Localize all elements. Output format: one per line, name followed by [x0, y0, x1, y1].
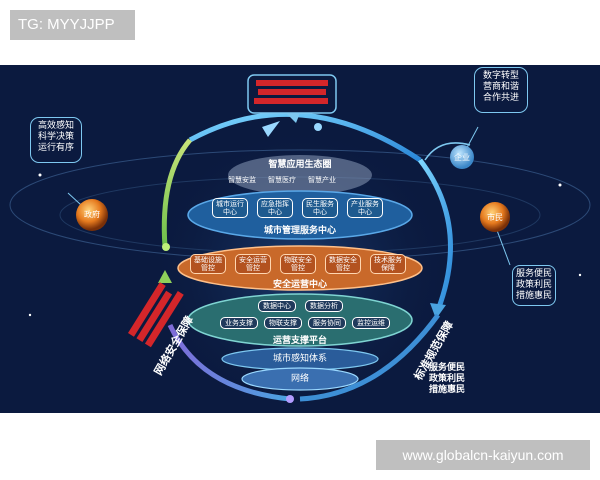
- citizen-node: [480, 202, 510, 232]
- security-item: 数据安全管控: [325, 254, 361, 274]
- government-node: [76, 199, 108, 231]
- arc-top-right: [188, 111, 422, 163]
- arc-left: [161, 138, 192, 248]
- arc-right: [418, 158, 453, 311]
- eco-item: 智慧医疗: [268, 176, 296, 184]
- ops-item-bottom: 监控运维: [352, 317, 390, 329]
- arc-left-bottom: [167, 323, 291, 402]
- ops-title: 运营支撑平台: [272, 336, 327, 346]
- enterprise-label: 企业: [454, 153, 470, 162]
- bottom-right-text: 服务便民政策利民措施惠民: [428, 363, 465, 395]
- star: [28, 313, 32, 317]
- ops-item-top: 数据分析: [305, 300, 343, 312]
- callout-right-bottom: 服务便民政策利民措施惠民: [512, 265, 556, 306]
- citizen-label: 市民: [487, 213, 503, 222]
- star: [558, 183, 562, 187]
- star: [38, 173, 42, 177]
- security-title: 安全运营中心: [272, 280, 327, 290]
- city-item: 应急指挥中心: [257, 198, 293, 218]
- network-title: 网络: [290, 374, 309, 384]
- layer-network-bg: [241, 367, 359, 391]
- arc-bottom: [299, 313, 441, 402]
- city-item: 产业服务中心: [347, 198, 383, 218]
- ops-item-bottom: 业务支撑: [220, 317, 258, 329]
- eco-item: 智慧安监: [228, 176, 256, 184]
- arc-top-arrowhead: [262, 121, 280, 137]
- watermark-bottom: www.globalcn-kaiyun.com: [376, 440, 590, 470]
- eco-title: 智慧应用生态圈: [268, 160, 332, 170]
- government-label: 政府: [84, 210, 100, 219]
- layer-eco-bg: [228, 155, 372, 195]
- top-stamp-pointer: [286, 113, 300, 123]
- city-item: 城市运行中心: [212, 198, 248, 218]
- star: [578, 273, 582, 277]
- security-item: 基础设施管控: [190, 254, 226, 274]
- security-item: 安全运营管控: [235, 254, 271, 274]
- callout-right-top: 数字转型营商和谐合作共进: [474, 67, 528, 113]
- city-title: 城市管理服务中心: [263, 226, 336, 236]
- ops-item-top: 数据中心: [258, 300, 296, 312]
- diagram-panel: 智慧应用生态圈 智慧安监 智慧医疗 智慧产业 城市运行中心 应急指挥中心 民生服…: [0, 65, 600, 413]
- arc-right-arrowhead: [430, 303, 446, 319]
- eco-item: 智慧产业: [308, 176, 336, 184]
- enterprise-node: [450, 145, 474, 169]
- callout-left: 高效感知科学决策运行有序: [30, 117, 82, 163]
- left-stamp: [127, 282, 184, 348]
- security-item: 物联安全管控: [280, 254, 316, 274]
- ops-item-bottom: 服务协同: [308, 317, 346, 329]
- ops-item-bottom: 物联支撑: [264, 317, 302, 329]
- arc-dot: [286, 395, 294, 403]
- watermark-top: TG: MYYJJPP: [10, 10, 135, 40]
- arc-dot: [314, 123, 322, 131]
- connector-curve: [424, 142, 471, 161]
- perception-title: 城市感知体系: [272, 354, 327, 364]
- security-item: 技术服务保障: [370, 254, 406, 274]
- arc-dot: [162, 243, 170, 251]
- city-item: 民生服务中心: [302, 198, 338, 218]
